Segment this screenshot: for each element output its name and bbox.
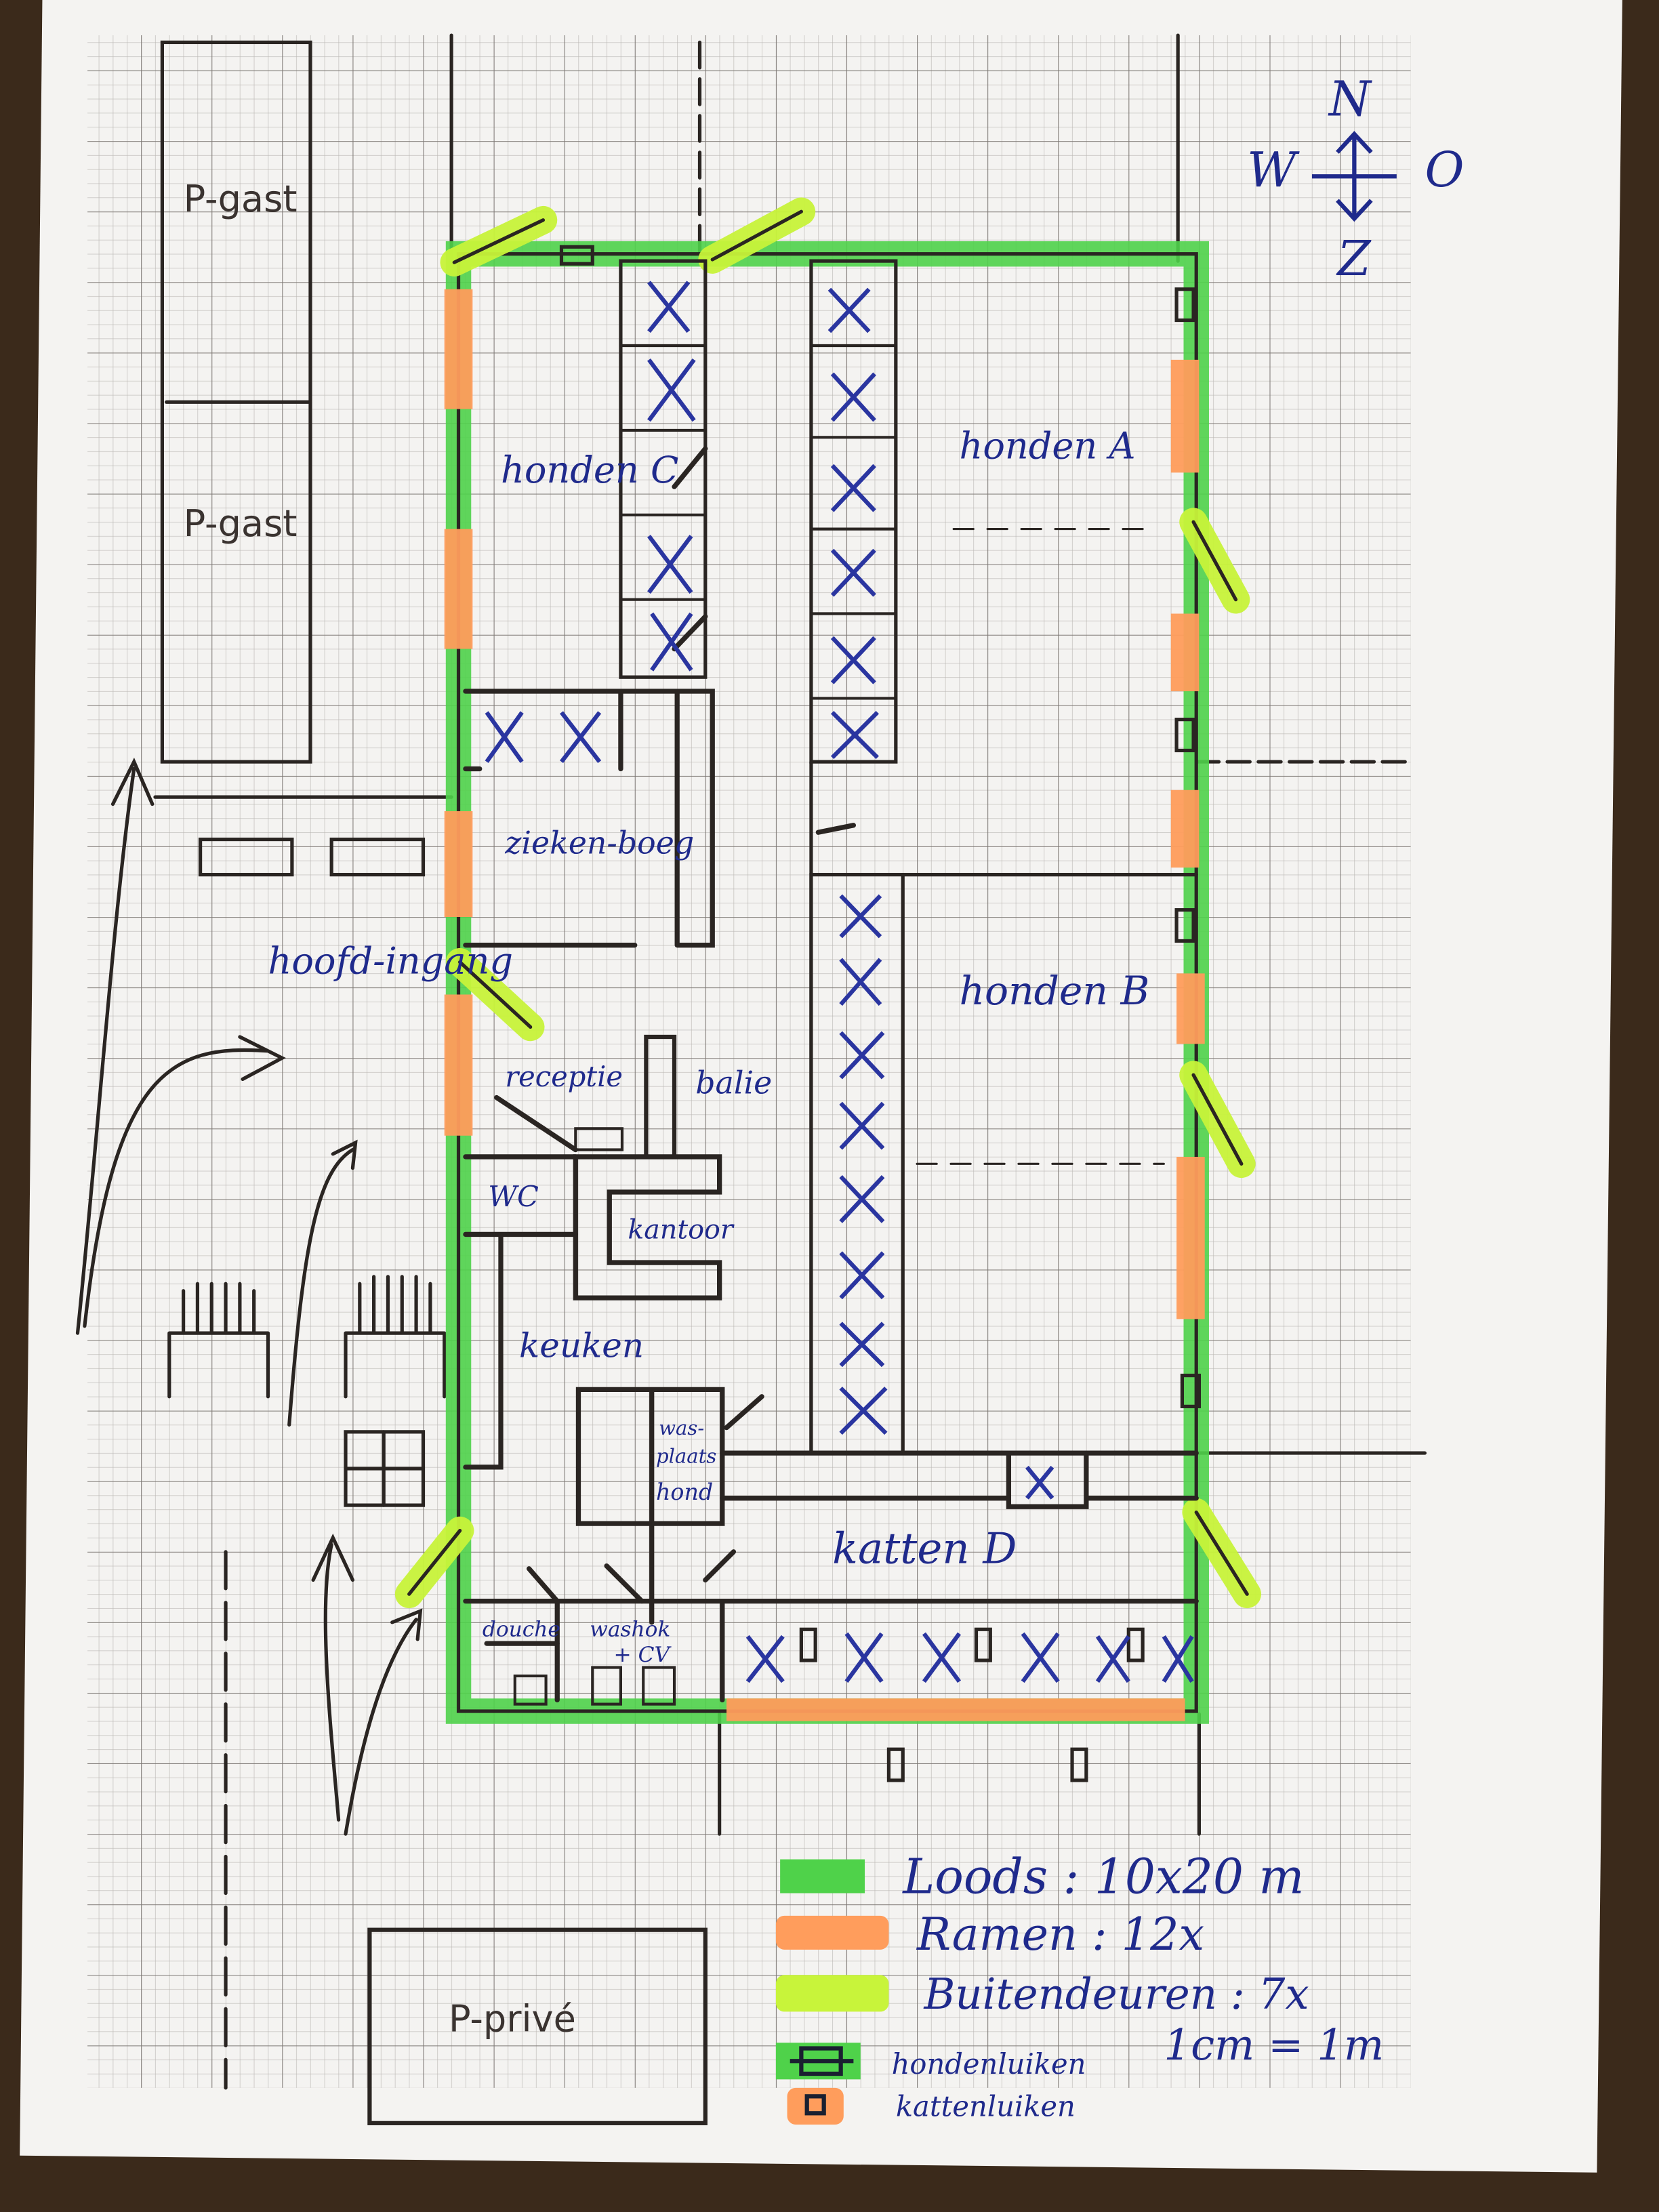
kennel-marks xyxy=(485,281,1194,1683)
svg-text:N: N xyxy=(1328,71,1372,127)
legend-swatch-loods xyxy=(780,1859,865,1893)
room-wasplaats-line2: plaats xyxy=(656,1445,716,1468)
room-washok-line1: washok xyxy=(590,1618,670,1642)
room-labels: honden C honden A honden B zieken-boeg h… xyxy=(268,425,1150,1668)
room-douche: douche xyxy=(483,1618,560,1642)
parking-guest-top-label: P-gast xyxy=(184,178,298,220)
windows xyxy=(444,289,1205,1721)
legend-loods: Loods : 10x20 m xyxy=(901,1849,1304,1905)
cat-flaps xyxy=(799,1627,1145,1782)
legend-swatch-kattenluiken xyxy=(787,2087,844,2125)
room-ziekenboeg: zieken-boeg xyxy=(504,824,694,861)
legend-kattenluiken: kattenluiken xyxy=(896,2089,1076,2123)
label-hoofdingang: hoofd-ingang xyxy=(268,939,513,982)
room-wasplaats-line3: hond xyxy=(656,1479,713,1505)
grid-paper xyxy=(87,35,1411,2088)
legend: Loods : 10x20 m Ramen : 12x Buitendeuren… xyxy=(775,1849,1384,2125)
room-wasplaats-line1: was- xyxy=(659,1416,704,1439)
room-kantoor: kantoor xyxy=(628,1214,735,1246)
parking-private-label: P-privé xyxy=(449,1998,576,2041)
room-honden-a: honden A xyxy=(960,425,1136,468)
room-washok-line2: + CV xyxy=(614,1643,672,1667)
room-receptie: receptie xyxy=(505,1060,623,1093)
room-honden-c: honden C xyxy=(501,449,678,491)
svg-text:O: O xyxy=(1425,142,1464,198)
svg-text:Z: Z xyxy=(1336,230,1372,287)
legend-ramen: Ramen : 12x xyxy=(916,1908,1204,1961)
compass: N W O Z xyxy=(1247,71,1464,287)
legend-swatch-ramen xyxy=(775,1915,889,1950)
svg-text:W: W xyxy=(1247,142,1300,198)
room-balie: balie xyxy=(695,1064,772,1101)
compass-arrow-icon xyxy=(1311,131,1397,222)
dog-flaps xyxy=(559,245,1201,1408)
parking-guest-bottom-label: P-gast xyxy=(184,502,298,545)
room-wc: WC xyxy=(488,1180,539,1213)
room-katten-d: katten D xyxy=(832,1523,1017,1573)
room-honden-b: honden B xyxy=(960,968,1150,1014)
room-keuken: keuken xyxy=(519,1326,644,1366)
legend-buitendeuren: Buitendeuren : 7x xyxy=(923,1969,1309,2019)
legend-swatch-buitendeuren xyxy=(775,1975,889,2012)
legend-hondenluiken: hondenluiken xyxy=(892,2047,1086,2081)
legend-scale: 1cm = 1m xyxy=(1164,2020,1384,2070)
